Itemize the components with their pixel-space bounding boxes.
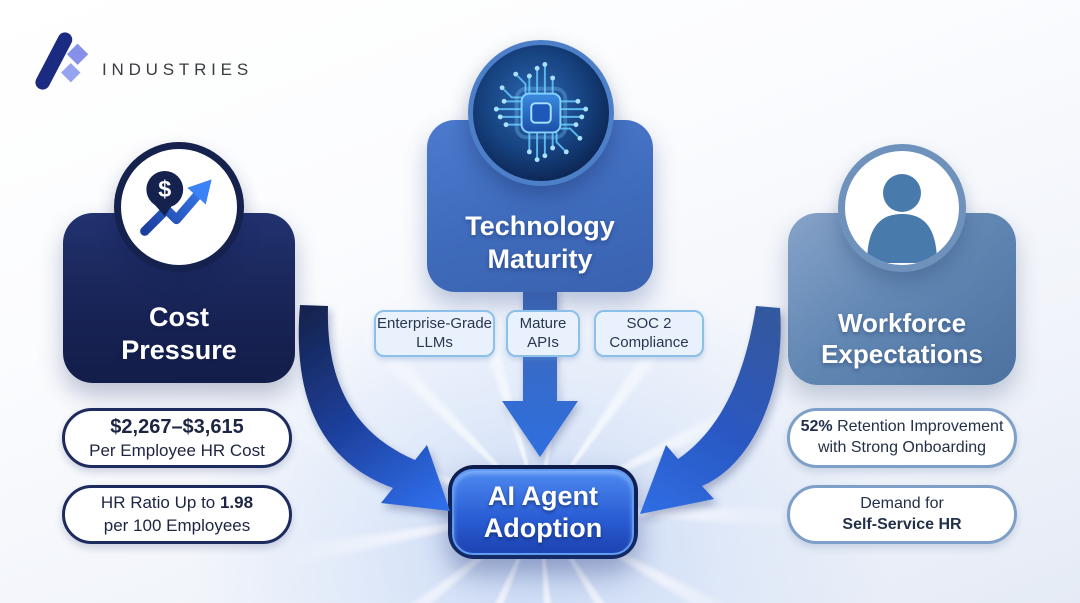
cost-title-line1: Cost xyxy=(149,302,209,333)
cost-stat-pill-2: HR Ratio Up to 1.98 per 100 Employees xyxy=(62,485,292,544)
person-icon-badge xyxy=(838,144,966,272)
technology-maturity-box: Technology Maturity xyxy=(427,120,653,292)
cost-stat-1-label: Per Employee HR Cost xyxy=(89,440,265,460)
cost-title-line2: Pressure xyxy=(121,335,237,366)
chip-circuit-icon xyxy=(493,62,589,163)
workforce-stat-2-line1: Demand for xyxy=(860,494,944,512)
tag-enterprise-grade-llms: Enterprise-Grade LLMs xyxy=(374,310,495,357)
workforce-stat-pill-1: 52% Retention Improvement with Strong On… xyxy=(787,408,1017,468)
cost-stat-2-line1: HR Ratio Up to 1.98 xyxy=(100,493,254,513)
outcome-title-line1: AI Agent xyxy=(488,480,598,511)
cost-pressure-box: Cost Pressure xyxy=(63,213,295,383)
cost-icon-badge: $ xyxy=(114,142,244,272)
workforce-title-line1: Workforce xyxy=(837,307,967,338)
workforce-stat-pill-2: Demand for Self-Service HR xyxy=(787,485,1017,544)
tag-mature-apis: Mature APIs xyxy=(506,310,580,357)
outcome-title-line2: Adoption xyxy=(483,513,603,543)
abstract-a-logo-icon xyxy=(35,32,89,90)
cost-stat-1-value: $2,267–$3,615 xyxy=(110,415,244,438)
dollar-trend-icon: $ xyxy=(140,171,212,236)
brand-name: INDUSTRIES xyxy=(102,60,253,79)
cost-stat-pill-1: $2,267–$3,615 Per Employee HR Cost xyxy=(62,408,292,468)
tech-title-line2: Maturity xyxy=(487,244,593,275)
chip-icon-badge xyxy=(468,40,614,186)
workforce-stat-1-line1: 52% Retention Improvement xyxy=(800,418,1004,436)
tech-title-line1: Technology xyxy=(465,211,615,242)
tag-soc2-compliance: SOC 2 Compliance xyxy=(594,310,704,357)
ai-agent-adoption-box: AI Agent Adoption xyxy=(448,465,638,559)
workforce-stat-2-line2: Self-Service HR xyxy=(842,515,962,533)
person-icon xyxy=(867,174,937,263)
cost-stat-2-line2: per 100 Employees xyxy=(103,515,251,535)
workforce-stat-1-line2: with Strong Onboarding xyxy=(817,439,987,456)
ai-agent-adoption-inner: AI Agent Adoption xyxy=(452,469,634,555)
workforce-title-line2: Expectations xyxy=(821,339,983,370)
svg-text:$: $ xyxy=(158,176,171,202)
